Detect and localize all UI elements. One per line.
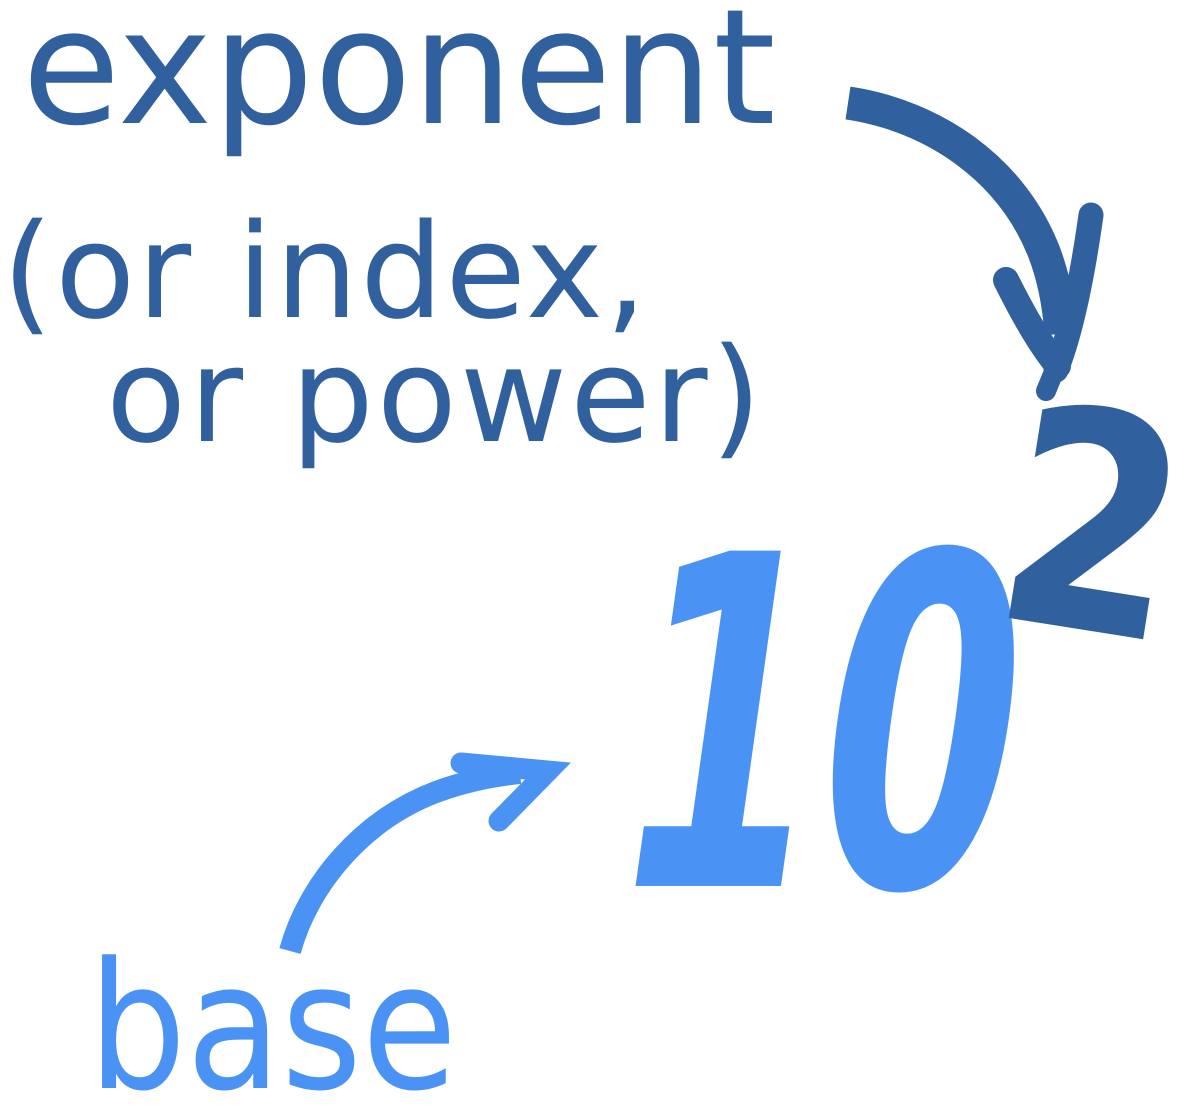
base-label: base (88, 925, 458, 1112)
base-arrow-icon (279, 752, 571, 955)
exponent-alt-label-line2: or power) (106, 319, 765, 472)
exponent-alt-label-line1: (or index, (2, 195, 649, 348)
expression-exponent-value: 2 (977, 339, 1200, 714)
expression-base-value: 10 (586, 460, 1059, 995)
exponent-label: exponent (22, 0, 776, 161)
